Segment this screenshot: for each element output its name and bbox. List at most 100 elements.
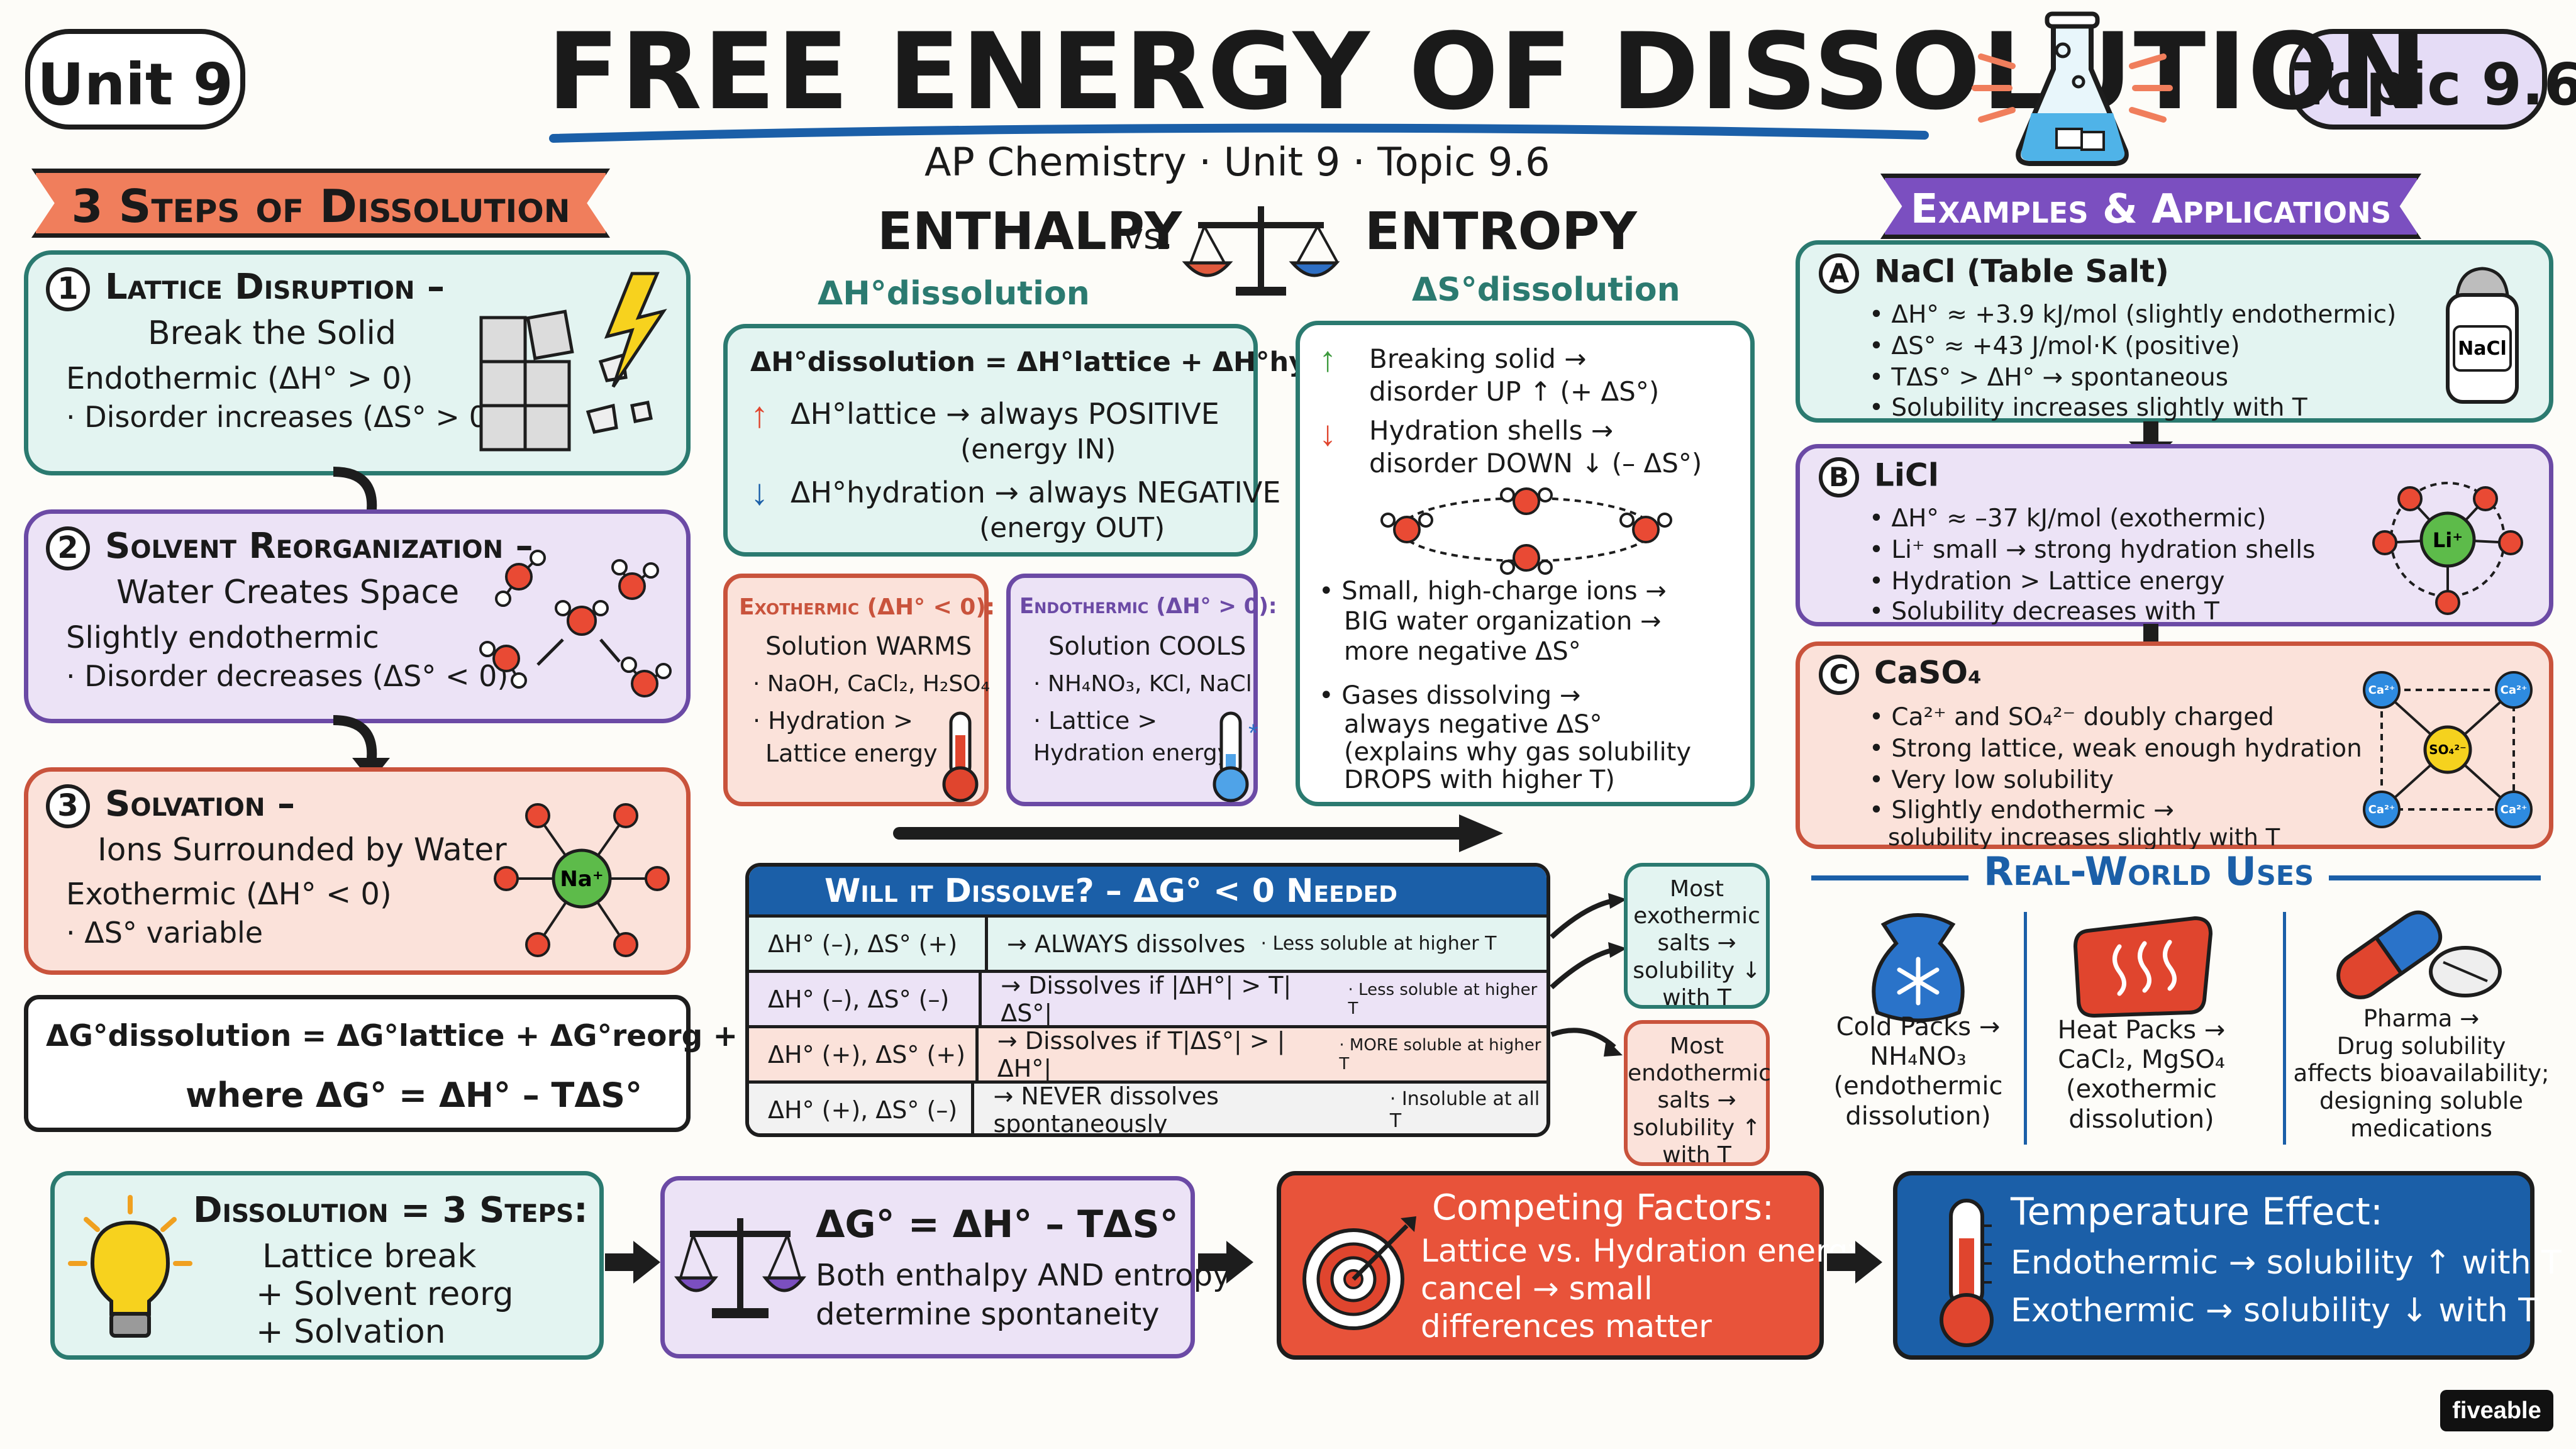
endo-title: Endothermic (ΔH° > 0):	[1019, 594, 1277, 619]
real-world-title: Real-World Uses	[1968, 849, 2329, 894]
summary-temperature-title: Temperature Effect:	[2011, 1190, 2384, 1234]
pharma-l4: designing soluble	[2319, 1087, 2523, 1114]
example-a-l3: • TΔS° > ΔH° → spontaneous	[1869, 364, 2229, 392]
exo-line3: · Hydration >	[753, 707, 913, 735]
hydration-energy-out: (energy OUT)	[979, 512, 1165, 544]
up-green-arrow-icon: ↑	[1319, 339, 1336, 379]
heat-pack-l3: (exothermic	[2066, 1075, 2217, 1104]
note-endo-l1: Most	[1670, 1033, 1724, 1059]
entropy-b1b: disorder UP ↑ (+ ΔS°)	[1369, 376, 1660, 407]
summary-competing-l1: Lattice vs. Hydration energy	[1421, 1233, 1867, 1269]
hydration-negative: ΔH°hydration → always NEGATIVE	[791, 475, 1281, 509]
cold-pack-l1: Cold Packs →	[1836, 1013, 2001, 1041]
note-exo-l2: exothermic	[1633, 903, 1760, 930]
endo-line4: Hydration energy	[1033, 740, 1231, 766]
summary-steps-l3: + Solvation	[256, 1313, 446, 1351]
lithium-ion-label: Li⁺	[2433, 528, 2463, 552]
summary-gibbs-title: ΔG° = ΔH° – TΔS°	[816, 1202, 1179, 1246]
step2-title: Solvent Reorganization –	[105, 526, 533, 567]
hydration-shell-icon	[1380, 487, 1672, 575]
table-row: ΔH° (+), ΔS° (–) → NEVER dissolves spont…	[749, 1080, 1546, 1133]
dissolve-table-header: Will it Dissolve? – ΔG° < 0 Needed	[749, 867, 1546, 914]
table-row-condition: ΔH° (+), ΔS° (–)	[749, 1084, 975, 1133]
example-b-l2: • Li⁺ small → strong hydration shells	[1869, 536, 2316, 564]
entropy-b3c: more negative ΔS°	[1344, 637, 1581, 666]
svg-text:*: *	[1248, 719, 1258, 747]
broken-cube-icon	[479, 272, 667, 452]
summary-arrow-2	[1198, 1241, 1253, 1284]
summary-arrow-1	[605, 1241, 660, 1284]
heat-pack-icon	[2073, 916, 2213, 1018]
example-c-letter: C	[1819, 655, 1859, 695]
down-red-arrow-icon: ↓	[1319, 413, 1336, 453]
balance-scale-small-icon	[674, 1218, 807, 1318]
summary-temperature-l1: Endothermic → solubility ↑ with T	[2011, 1244, 2562, 1282]
example-b-letter: B	[1819, 457, 1859, 497]
enthalpy-heading: ENTHALPY	[877, 202, 1182, 262]
cold-pack-l4: dissolution)	[1845, 1101, 1991, 1131]
thermometer-cold-icon: *	[1213, 711, 1258, 802]
calcium-ion-label: Ca²⁺	[2501, 803, 2528, 816]
step1-title: Lattice Disruption –	[105, 267, 445, 308]
table-row-condition: ΔH° (–), ΔS° (–)	[749, 973, 982, 1025]
sulfate-ion-label: SO₄²⁻	[2429, 742, 2466, 757]
step3-title: Solvation –	[105, 784, 296, 825]
pill-icon	[2336, 910, 2502, 999]
balance-scale-icon	[1182, 206, 1340, 296]
up-red-arrow-icon: ↑	[750, 394, 769, 435]
table-row-result: → Dissolves if |ΔH°| > T|ΔS°|	[1001, 971, 1292, 1027]
step1-number: 1	[46, 267, 90, 311]
exothermic-salts-note: Most exothermic salts → solubility ↓ wit…	[1624, 863, 1770, 1011]
example-b-l4: • Solubility decreases with T	[1869, 597, 2219, 626]
example-a-letter: A	[1819, 253, 1859, 294]
exo-line4: Lattice energy	[765, 740, 938, 767]
entropy-b4c: (explains why gas solubility	[1344, 738, 1691, 767]
pharma-text: Pharma → Drug solubility affects bioavai…	[2289, 1005, 2553, 1142]
lightbulb-icon	[68, 1195, 192, 1338]
dissolution-equation-box: ΔG°dissolution = ΔG°lattice + ΔG°reorg +…	[24, 995, 963, 1132]
summary-competing-l3: differences matter	[1421, 1308, 1712, 1345]
unit-badge-label: Unit 9	[37, 51, 233, 118]
note-endo-l2: endothermic	[1628, 1060, 1771, 1087]
example-a-l1: • ΔH° ≈ +3.9 kJ/mol (slightly endothermi…	[1869, 301, 2397, 329]
cold-pack-l2: NH₄NO₃	[1870, 1042, 1967, 1072]
summary-competing-title: Competing Factors:	[1432, 1187, 1774, 1228]
vs-label: vs.	[1123, 216, 1174, 257]
table-row-result: → ALWAYS dissolves	[1007, 930, 1246, 958]
enthalpy-subheading: ΔH°dissolution	[818, 275, 1090, 313]
summary-steps-title: Dissolution = 3 Steps:	[193, 1190, 588, 1231]
example-c-l5: solubility increases slightly with T	[1888, 824, 2280, 851]
example-b-title: LiCl	[1874, 457, 1939, 494]
exo-line1: Solution WARMS	[765, 632, 972, 661]
note-exo-l5: with T	[1662, 984, 1731, 1011]
entropy-b3a: • Small, high-charge ions →	[1319, 577, 1667, 606]
calcium-ion-label: Ca²⁺	[2368, 803, 2396, 816]
sodium-ion-label: Na⁺	[560, 867, 603, 892]
note-endo-l4: solubility ↑	[1633, 1114, 1761, 1141]
examples-banner: Examples & Applications	[1880, 174, 2421, 239]
summary-gibbs-l1: Both enthalpy AND entropy	[816, 1258, 1231, 1293]
dissolve-table: Will it Dissolve? – ΔG° < 0 Needed ΔH° (…	[745, 863, 1550, 1137]
pharma-l5: medications	[2350, 1114, 2492, 1142]
calcium-sulfate-lattice-icon: Ca²⁺ Ca²⁺ Ca²⁺ Ca²⁺ SO₄²⁻	[2363, 671, 2533, 828]
fiveable-logo-text: fiveable	[2452, 1397, 2541, 1424]
lattice-energy-in: (energy IN)	[960, 433, 1116, 465]
summary-temperature-card: Temperature Effect: Endothermic → solubi…	[1893, 1171, 2562, 1360]
steps-banner-label: 3 Steps of Dissolution	[71, 180, 570, 233]
step3-line1: Exothermic (ΔH° < 0)	[66, 877, 392, 912]
page-subtitle: AP Chemistry · Unit 9 · Topic 9.6	[924, 139, 1550, 185]
step2-subtitle: Water Creates Space	[116, 574, 460, 611]
example-c-l4: • Slightly endothermic →	[1869, 796, 2174, 824]
example-b-l3: • Hydration > Lattice energy	[1869, 567, 2225, 596]
entropy-card: ↑ Breaking solid → disorder UP ↑ (+ ΔS°)…	[1296, 321, 1755, 806]
examples-banner-label: Examples & Applications	[1910, 186, 2392, 233]
example-a-l2: • ΔS° ≈ +43 J/mol·K (positive)	[1869, 332, 2240, 360]
example-b-title-row: B LiCl	[1819, 457, 1939, 497]
table-row: ΔH° (+), ΔS° (+) → Dissolves if T|ΔS°| >…	[749, 1025, 1546, 1082]
